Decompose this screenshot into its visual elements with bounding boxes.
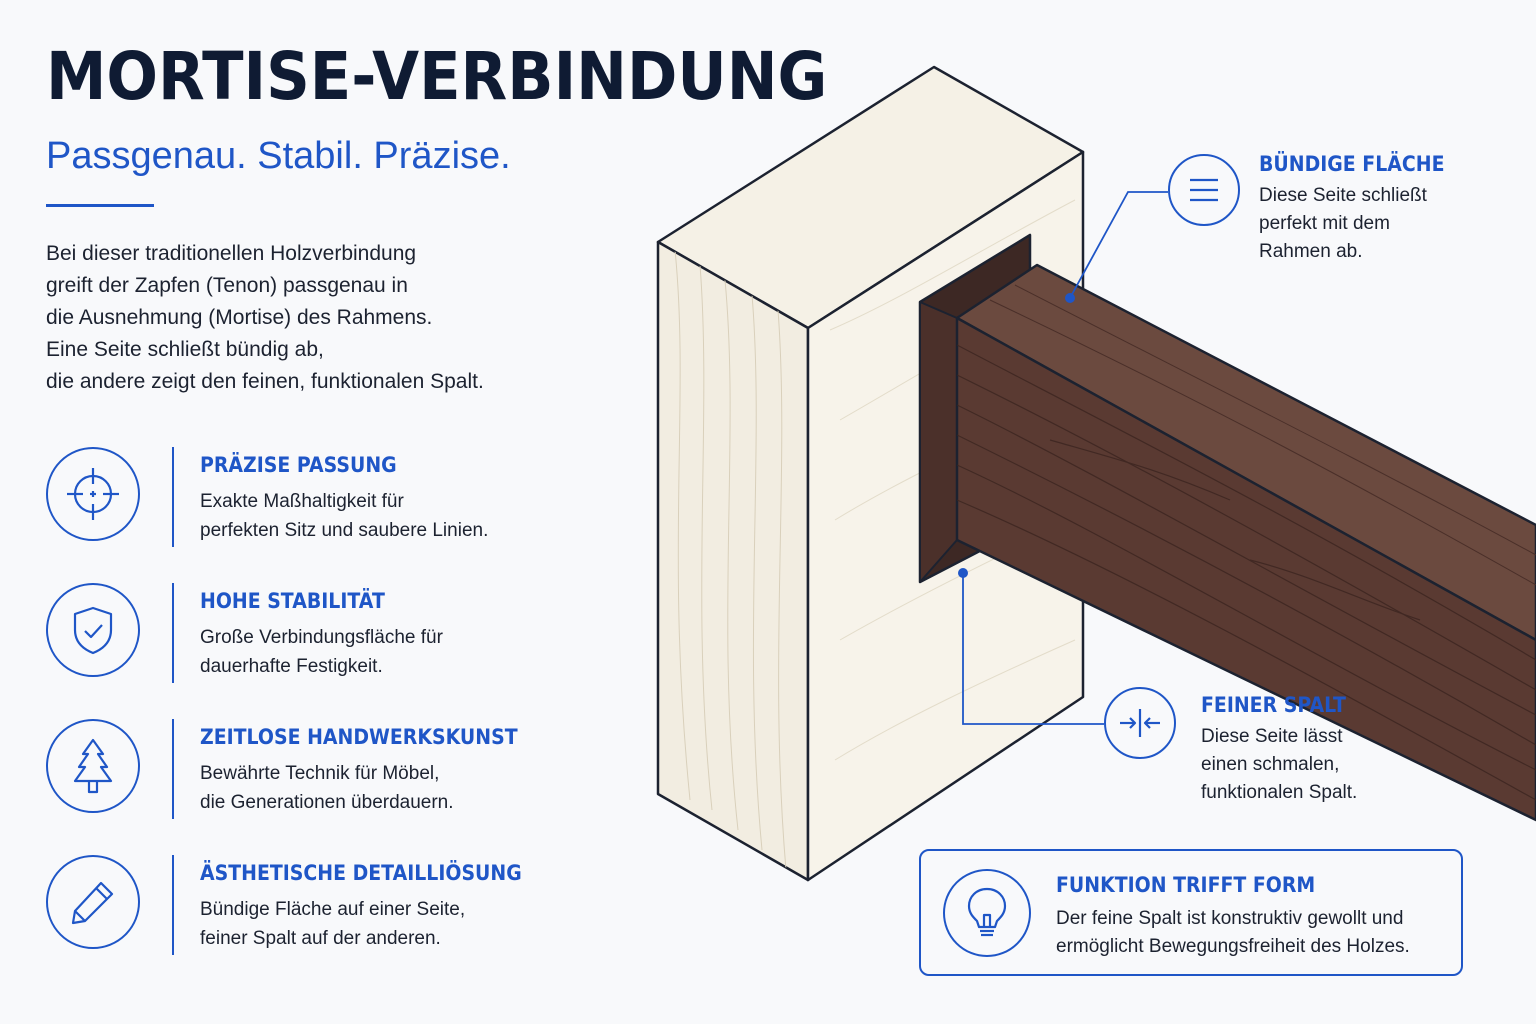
feature-divider [172,719,174,819]
infobox-line: ermöglicht Bewegungsfreiheit des Holzes. [1056,936,1410,957]
pencil-icon [46,855,140,949]
feature-divider [172,447,174,547]
tree-icon [46,719,140,813]
intro-line: greift der Zapfen (Tenon) passgenau in [46,274,408,297]
callout-flush-surface: BÜNDIGE FLÄCHE Diese Seite schließt perf… [1259,152,1529,266]
compress-arrows-icon [1104,687,1176,759]
page-title: MORTISE-VERBINDUNG [46,38,828,115]
flush-leader-dot [1065,293,1075,303]
callout-line: Rahmen ab. [1259,241,1363,262]
title-divider [46,204,154,207]
feature-title: HOHE STABILITÄT [200,589,385,613]
lightbulb-icon [943,869,1031,957]
tenon-beam [919,263,1536,822]
callout-description: Diese Seite schließt perfekt mit dem Rah… [1259,182,1529,266]
lines-icon [1168,154,1240,226]
intro-line: Bei dieser traditionellen Holzverbindung [46,242,417,265]
callout-title: BÜNDIGE FLÄCHE [1259,152,1445,176]
feature-precise-fit: PRÄZISE PASSUNG Exakte Maßhaltigkeit für… [46,447,606,547]
callout-description: Diese Seite lässt einen schmalen, funkti… [1201,723,1501,807]
shield-check-icon [46,583,140,677]
callout-line: funktionalen Spalt. [1201,782,1358,803]
intro-line: die Ausnehmung (Mortise) des Rahmens. [46,306,433,329]
callout-title: FEINER SPALT [1201,693,1346,717]
function-meets-form-box: FUNKTION TRIFFT FORM Der feine Spalt ist… [919,849,1463,976]
feature-description: Exakte Maßhaltigkeit für perfekten Sitz … [200,487,600,545]
intro-line: die andere zeigt den feinen, funktionale… [46,370,484,393]
infobox-title: FUNKTION TRIFFT FORM [1056,873,1316,897]
infobox-line: Der feine Spalt ist konstruktiv gewollt … [1056,908,1404,929]
feature-title: PRÄZISE PASSUNG [200,453,397,477]
feature-description-line: Exakte Maßhaltigkeit für [200,491,404,512]
callout-line: Diese Seite lässt [1201,726,1343,747]
feature-title: ÄSTHETISCHE DETAILLIÖSUNG [200,861,522,885]
feature-description-line: perfekten Sitz und saubere Linien. [200,520,489,541]
callout-line: einen schmalen, [1201,754,1340,775]
feature-divider [172,855,174,955]
feature-description: Bewährte Technik für Möbel, die Generati… [200,759,600,817]
flush-leader-line [1069,191,1168,299]
callout-line: perfekt mit dem [1259,213,1390,234]
feature-description: Bündige Fläche auf einer Seite, feiner S… [200,895,600,953]
frame-front-face [656,240,810,882]
feature-description-line: Bewährte Technik für Möbel, [200,763,440,784]
feature-title: ZEITLOSE HANDWERKSKUNST [200,725,518,749]
page-subtitle: Passgenau. Stabil. Präzise. [46,135,511,177]
leader-lines [962,191,1168,725]
intro-paragraph: Bei dieser traditionellen Holzverbindung… [46,238,566,398]
infobox-description: Der feine Spalt ist konstruktiv gewollt … [1056,905,1456,961]
crosshair-icon [46,447,140,541]
gap-leader-dot [958,568,968,578]
feature-description: Große Verbindungsfläche für dauerhafte F… [200,623,600,681]
feature-aesthetic-detail: ÄSTHETISCHE DETAILLIÖSUNG Bündige Fläche… [46,855,606,955]
feature-divider [172,583,174,683]
tenon-side-shadow [919,301,958,583]
callout-line: Diese Seite schließt [1259,185,1427,206]
feature-high-stability: HOHE STABILITÄT Große Verbindungsfläche … [46,583,606,683]
feature-description-line: dauerhafte Festigkeit. [200,656,383,677]
feature-description-line: Große Verbindungsfläche für [200,627,443,648]
feature-description-line: feiner Spalt auf der anderen. [200,928,441,949]
feature-description-line: die Generationen überdauern. [200,792,454,813]
intro-line: Eine Seite schließt bündig ab, [46,338,324,361]
feature-description-line: Bündige Fläche auf einer Seite, [200,899,466,920]
feature-timeless-craft: ZEITLOSE HANDWERKSKUNST Bewährte Technik… [46,719,606,819]
callout-fine-gap: FEINER SPALT Diese Seite lässt einen sch… [1201,693,1501,807]
gap-leader-line [962,573,1104,725]
